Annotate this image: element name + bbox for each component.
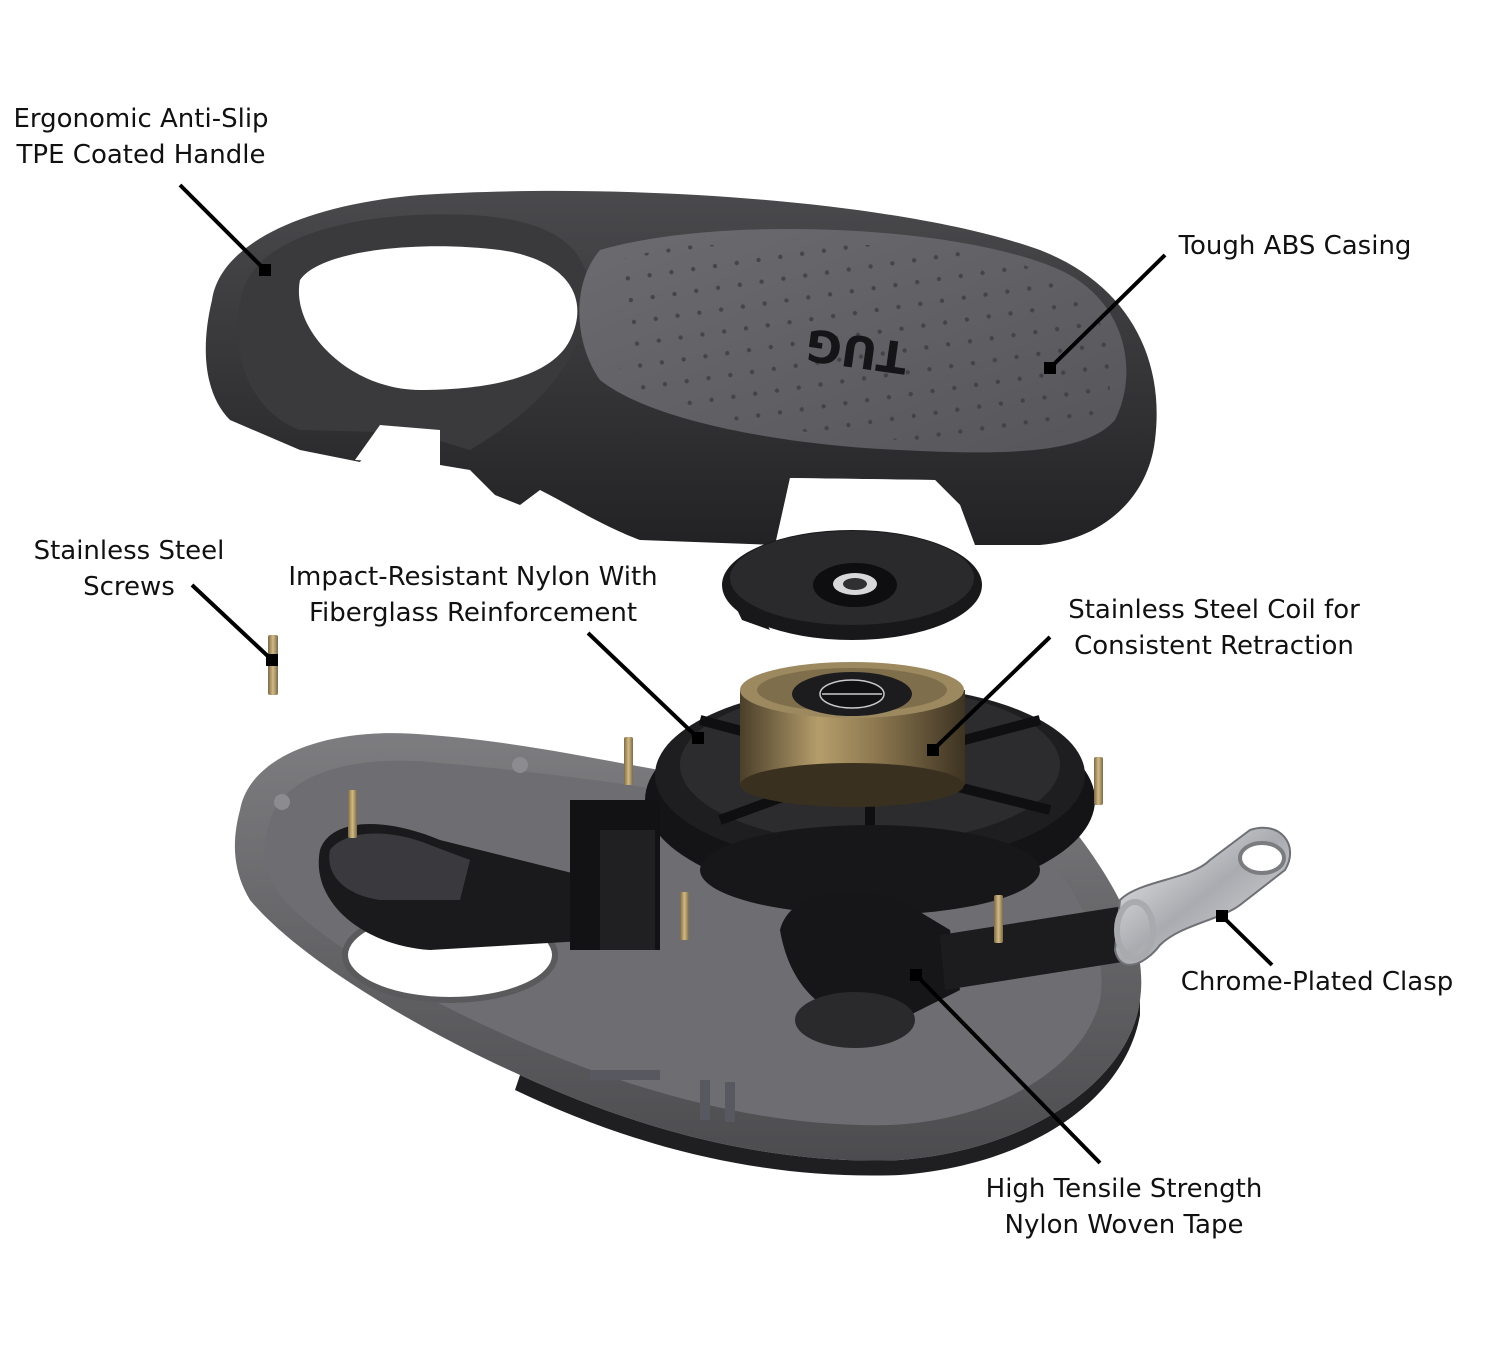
label-handle: Ergonomic Anti-Slip TPE Coated Handle	[8, 101, 274, 173]
leader-coil	[931, 635, 1052, 752]
label-screws: Stainless Steel Screws	[24, 533, 234, 605]
label-screws-line-2: Screws	[83, 572, 175, 602]
leader-tape	[914, 973, 1102, 1165]
label-clasp: Chrome-Plated Clasp	[1170, 964, 1464, 1000]
label-handle-line-1: Ergonomic Anti-Slip	[13, 104, 269, 134]
chrome-clasp	[1113, 826, 1291, 966]
label-nylon-line-1: Impact-Resistant Nylon With	[288, 562, 658, 592]
handle-opening	[298, 246, 578, 390]
reel-cover-disc	[722, 530, 982, 640]
leader-nylon	[586, 631, 700, 740]
label-screws-line-1: Stainless Steel	[33, 536, 225, 566]
top-casing: TUG	[205, 190, 1157, 548]
leader-handle	[178, 183, 267, 272]
label-handle-line-2: TPE Coated Handle	[16, 140, 266, 170]
label-tape-line-2: Nylon Woven Tape	[1004, 1210, 1244, 1240]
label-nylon-line-2: Fiberglass Reinforcement	[308, 598, 638, 628]
label-tape-line-1: High Tensile Strength	[985, 1174, 1263, 1204]
steel-coil	[740, 662, 965, 807]
label-coil-line-1: Stainless Steel Coil for	[1068, 595, 1360, 625]
label-casing-line-1: Tough ABS Casing	[1178, 231, 1412, 261]
label-clasp-line-1: Chrome-Plated Clasp	[1180, 967, 1454, 997]
label-coil-line-2: Consistent Retraction	[1074, 631, 1354, 661]
leader-lines	[178, 183, 1274, 1165]
leader-clasp	[1220, 914, 1274, 967]
label-coil: Stainless Steel Coil for Consistent Retr…	[1060, 592, 1368, 664]
label-tape: High Tensile Strength Nylon Woven Tape	[972, 1171, 1276, 1243]
brake-assembly	[318, 800, 660, 950]
label-nylon: Impact-Resistant Nylon With Fiberglass R…	[276, 559, 670, 631]
leader-screws	[190, 583, 274, 662]
tape-outlet	[780, 892, 1135, 1048]
label-casing: Tough ABS Casing	[1172, 228, 1418, 264]
leader-casing	[1048, 253, 1167, 370]
